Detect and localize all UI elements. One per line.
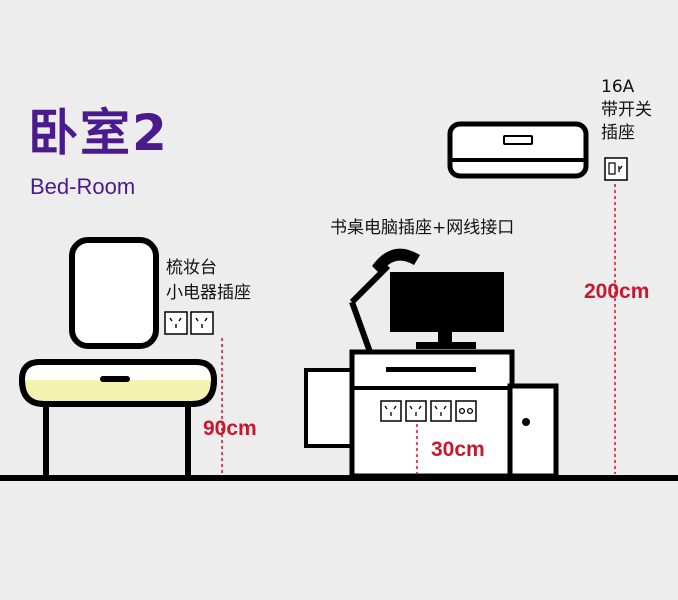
desk-socket-icon <box>380 400 452 422</box>
air-conditioner-icon <box>447 121 589 179</box>
monitor-icon <box>390 272 504 349</box>
floor-line <box>0 475 678 481</box>
desk-label: 书桌电脑插座+网线接口 <box>330 218 515 238</box>
vanity-stool-icon <box>18 359 218 476</box>
room-subtitle: Bed-Room <box>30 174 136 199</box>
vanity-height-label: 90cm <box>203 417 257 440</box>
vanity-socket-icon <box>164 311 214 335</box>
cabinet-icon <box>507 383 559 479</box>
desk-lamp-icon <box>349 248 420 354</box>
ac-label-line1: 16A <box>601 77 635 97</box>
mirror-icon <box>69 237 159 349</box>
vanity-label-line2: 小电器插座 <box>166 283 251 303</box>
ac-socket-icon <box>604 157 628 181</box>
room-title: 卧室2 <box>28 104 169 162</box>
vanity-label-line1: 梳妆台 <box>166 258 217 278</box>
desk-height-label: 30cm <box>431 438 485 461</box>
ac-label-line2: 带开关 <box>601 100 652 120</box>
floor-area <box>0 481 678 600</box>
ac-label-line3: 插座 <box>601 123 635 143</box>
network-port-icon <box>455 400 477 422</box>
ac-height-label: 200cm <box>584 280 650 303</box>
